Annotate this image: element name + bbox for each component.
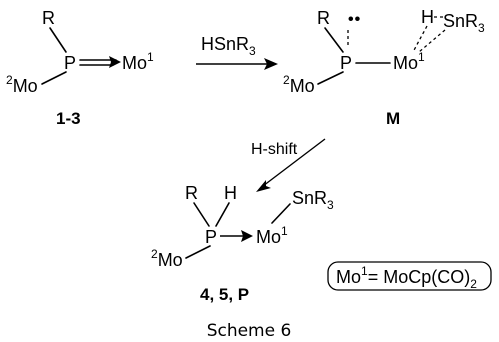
h-shift-arrow-group: H-shift <box>251 138 326 192</box>
product-mo1-label: Mo1 <box>256 224 288 247</box>
compound-label-reactant: 1-3 <box>56 109 81 128</box>
intermediate-h-label: H <box>421 7 434 27</box>
reactant-mo1-label: Mo1 <box>122 50 154 73</box>
legend-text: Mo1= MoCp(CO)2 <box>336 264 477 291</box>
p-mo2-bond <box>41 71 67 85</box>
reactant-r-label: R <box>42 8 55 28</box>
h-mo-dashed-bond <box>412 25 428 53</box>
compound-label-intermediate: M <box>386 109 400 128</box>
product-mo2-label: 2Mo <box>151 247 183 270</box>
reactant-p-label: P <box>64 53 76 73</box>
reagent-arrow-group: HSnR3 <box>196 34 278 70</box>
reactant-structure: R P Mo1 2Mo 1-3 <box>6 8 154 128</box>
intermediate-p-label: P <box>340 53 352 73</box>
reaction-arrowhead <box>264 58 278 70</box>
product-h-label: H <box>224 183 237 203</box>
intermediate-sn-label: SnR3 <box>443 11 485 35</box>
legend-box: Mo1= MoCp(CO)2 <box>327 261 492 291</box>
int-p-mo2-bond <box>317 71 344 85</box>
h-shift-label: H-shift <box>251 141 298 158</box>
intermediate-structure: R •• P Mo1 H SnR3 2Mo M <box>283 7 485 128</box>
h-shift-arrowhead <box>256 180 271 192</box>
intermediate-mo1-label: Mo1 <box>393 50 425 73</box>
compound-label-product: 4, 5, P <box>200 285 249 304</box>
r-p-bond <box>49 27 67 53</box>
legend-border <box>327 261 492 291</box>
prod-p-mo2-bond <box>185 245 211 259</box>
product-r-label: R <box>185 183 198 203</box>
scheme-caption: Scheme 6 <box>207 321 292 341</box>
product-sn-label: SnR3 <box>292 188 334 212</box>
prod-mo-sn-bond <box>271 203 291 224</box>
intermediate-mo2-label: 2Mo <box>283 73 315 96</box>
prod-h-p-bond <box>215 202 230 227</box>
reagent-label: HSnR3 <box>201 34 256 58</box>
prod-p-mo-arrowhead <box>241 230 253 242</box>
product-p-label: P <box>205 227 217 247</box>
lone-pair-dots: •• <box>348 11 361 28</box>
int-r-p-bond <box>324 27 344 53</box>
h-shift-arrow <box>262 138 326 187</box>
product-structure: R H P Mo1 SnR3 2Mo 4, 5, P <box>151 183 334 304</box>
intermediate-r-label: R <box>317 8 330 28</box>
reactant-mo2-label: 2Mo <box>6 73 38 96</box>
prod-r-p-bond <box>193 202 210 227</box>
p-mo-bond-arrowhead <box>109 56 121 68</box>
